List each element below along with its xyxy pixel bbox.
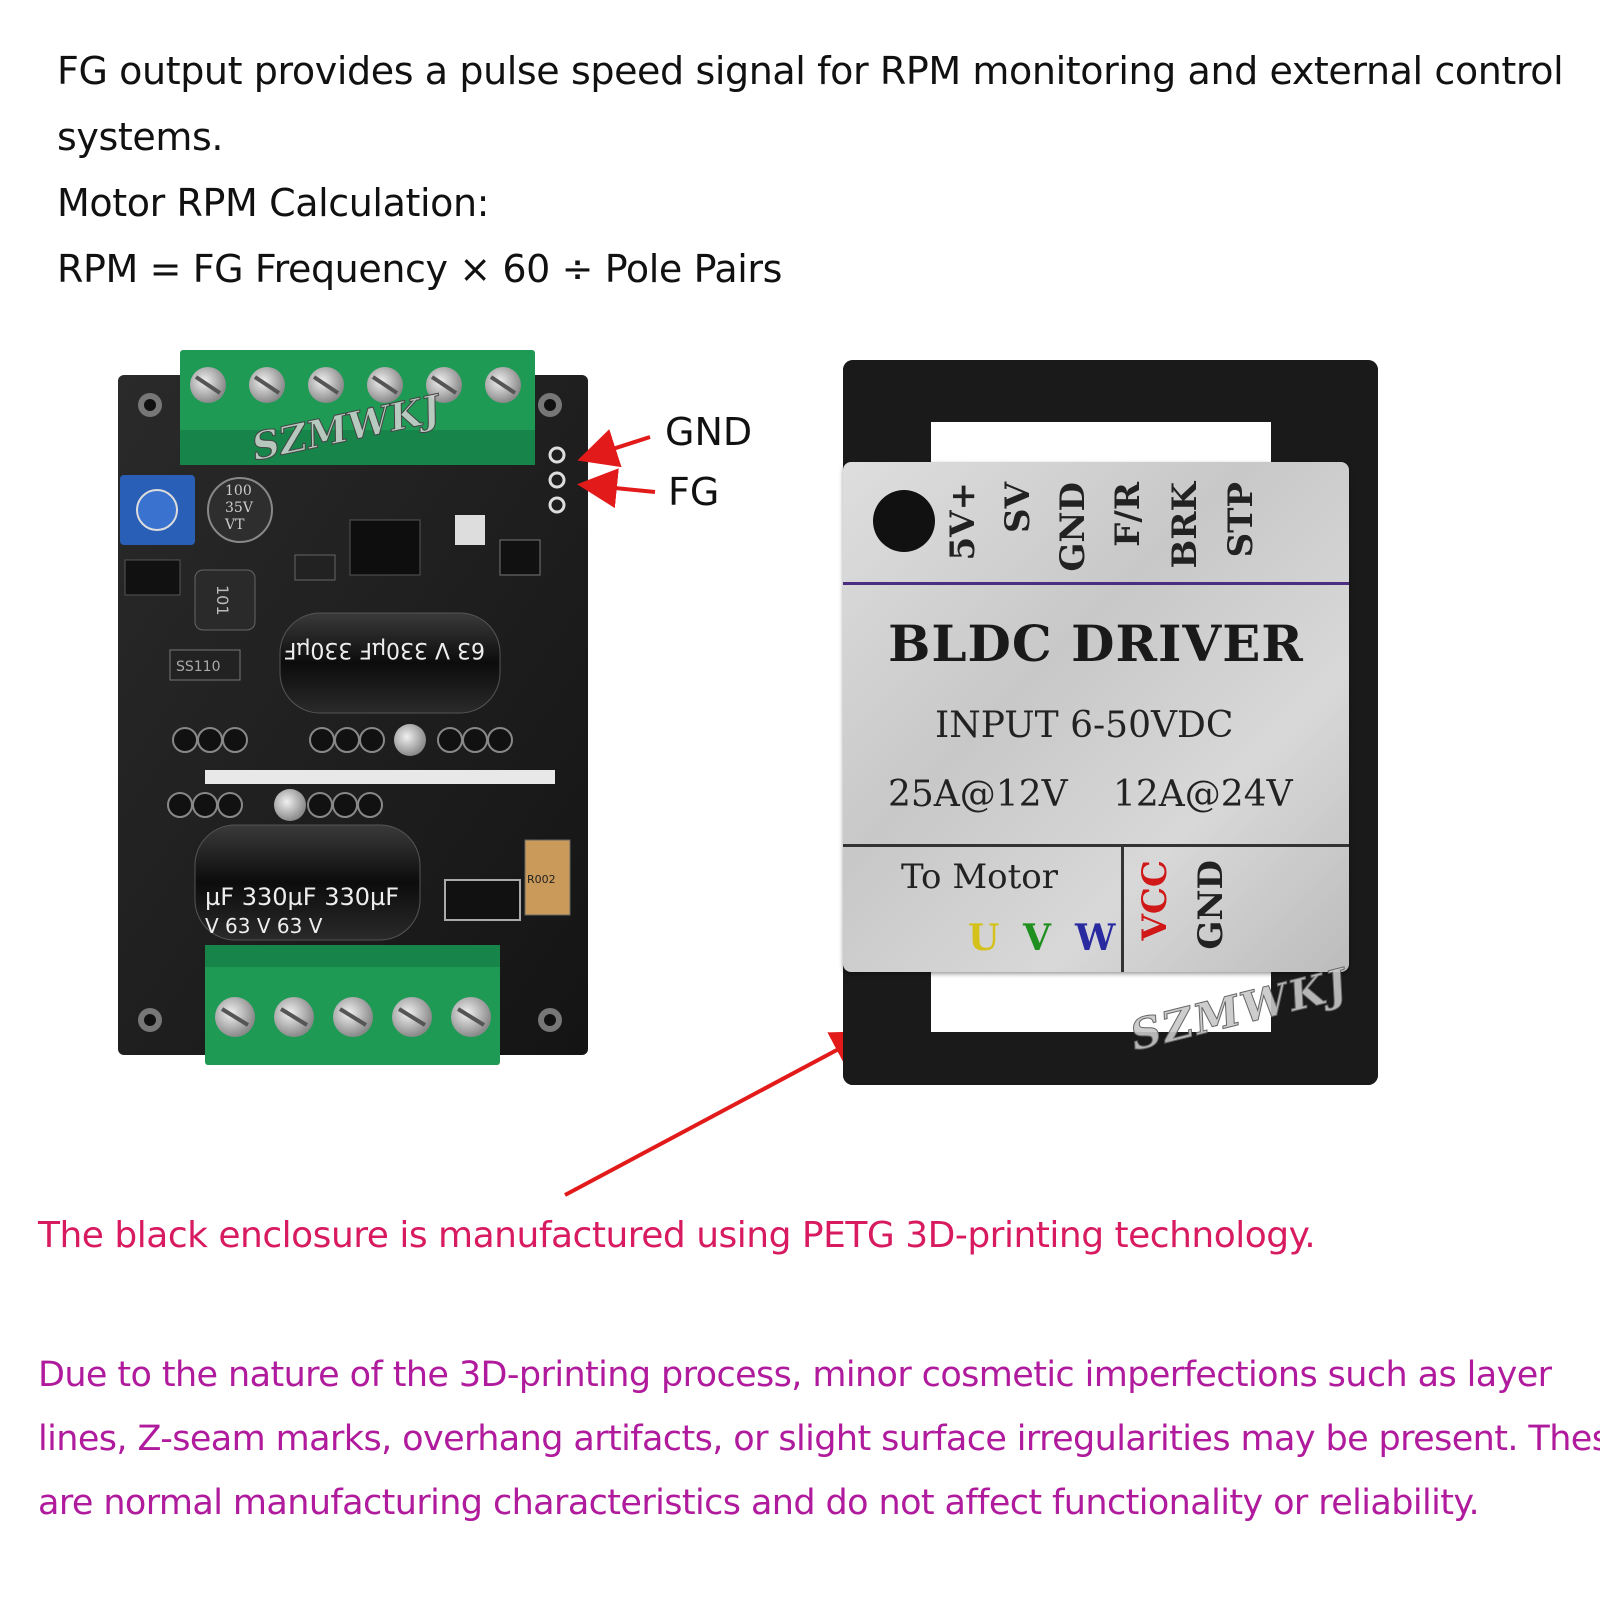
disclaimer-line-2: lines, Z-seam marks, overhang artifacts,… (38, 1419, 1600, 1459)
plate-to-motor: To Motor (901, 857, 1058, 897)
plate-divider-vertical (1121, 847, 1124, 972)
callout-fg: FG (668, 470, 720, 514)
plate-hole (873, 490, 935, 552)
plate-divider-top (843, 582, 1349, 585)
cap-top-label: 63 V 330µF 330µF (284, 637, 485, 662)
frame-bottom-bar (843, 1032, 1378, 1085)
plate-rating-b: 12A@24V (1113, 774, 1293, 815)
label-plate: 5V+ SV GND F/R BRK STP BLDC DRIVER INPUT… (843, 462, 1349, 972)
intro-line-4: RPM = FG Frequency × 60 ÷ Pole Pairs (57, 247, 783, 291)
disclaimer-note: Due to the nature of the 3D-printing pro… (38, 1343, 1600, 1535)
pin-stp: STP (1221, 482, 1261, 558)
diode-label: SS110 (176, 659, 221, 675)
phase-v: V (1023, 917, 1051, 959)
intro-line-2: systems. (57, 115, 224, 159)
frame-gap-bottom (931, 972, 1271, 1032)
pcb-board: SZMWKJ 100 35V VT 101 SS110 63 V 330µF 3… (118, 350, 588, 1065)
driver-enclosure: 5V+ SV GND F/R BRK STP BLDC DRIVER INPUT… (843, 360, 1378, 1085)
pin-fr: F/R (1108, 482, 1148, 547)
bottom-terminal-screws (215, 997, 491, 1037)
power-vcc: VCC (1135, 860, 1175, 941)
intro-text: FG output provides a pulse speed signal … (57, 38, 1564, 302)
frame-top-bar (843, 360, 1378, 422)
transistor-row-bottom (167, 792, 383, 818)
power-gnd: GND (1191, 860, 1231, 950)
enclosure-note: The black enclosure is manufactured usin… (38, 1215, 1316, 1256)
pin-gnd: GND (1053, 482, 1093, 572)
cap-bottom-voltage: V 63 V 63 V (205, 914, 323, 938)
enclosure-arrow (564, 1031, 873, 1197)
small-cap-label-1: 100 (225, 483, 252, 499)
plate-divider-bottom (843, 844, 1349, 847)
fg-arrow (577, 468, 656, 509)
plate-title: BLDC DRIVER (888, 614, 1304, 673)
top-terminal-screws (190, 367, 521, 403)
callout-gnd: GND (665, 410, 753, 454)
plate-rating-a: 25A@12V (888, 774, 1068, 815)
pin-sv: SV (998, 482, 1038, 533)
gnd-arrow (577, 429, 651, 468)
resistor-label: R002 (527, 873, 556, 886)
intro-line-1: FG output provides a pulse speed signal … (57, 49, 1564, 93)
disclaimer-line-3: are normal manufacturing characteristics… (38, 1483, 1480, 1523)
small-cap-label-2: 35V (225, 500, 254, 516)
phase-u: U (968, 917, 1000, 959)
inductor-label: 101 (213, 585, 232, 616)
cap-bottom-label: µF 330µF 330µF (205, 883, 399, 911)
phase-w: W (1075, 917, 1116, 959)
plate-input: INPUT 6-50VDC (935, 705, 1234, 746)
intro-line-3: Motor RPM Calculation: (57, 181, 490, 225)
transistor-row-top (172, 727, 513, 753)
pin-brk: BRK (1165, 482, 1205, 569)
small-cap-label-3: VT (224, 517, 245, 533)
pin-5v: 5V+ (943, 482, 983, 561)
frame-gap-top (931, 422, 1271, 462)
disclaimer-line-1: Due to the nature of the 3D-printing pro… (38, 1355, 1552, 1395)
